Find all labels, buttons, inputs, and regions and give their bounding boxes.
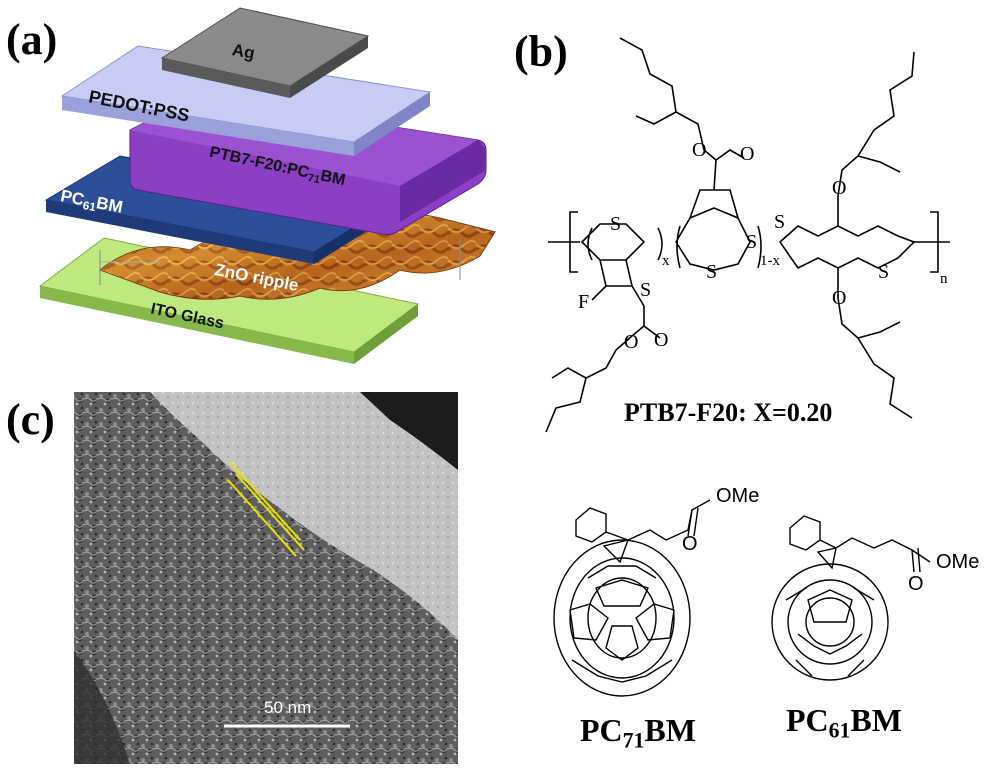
sulfur-4: S: [706, 261, 718, 283]
oxygen-5: O: [624, 331, 639, 353]
interface-lines: [227, 461, 305, 557]
subscript-x: x: [662, 253, 670, 269]
scale-bar-label: 50 nm: [264, 698, 312, 717]
oxygen-1: O: [832, 177, 847, 199]
pc61-oxygen: O: [908, 573, 924, 595]
pc61bm-main: PC: [786, 702, 829, 738]
pc61bm-caption: PC61BM: [786, 702, 902, 744]
oxygen-6: O: [654, 329, 669, 351]
pc71-ome: OMe: [716, 485, 760, 507]
oxygen-4: O: [740, 143, 755, 165]
sulfur-1: S: [610, 213, 622, 235]
subscript-1-x: 1-x: [760, 253, 780, 269]
panel-label-c: (c): [6, 395, 55, 444]
pc71bm-end: BM: [644, 712, 696, 748]
sulfur-5: S: [774, 211, 786, 233]
polymer-caption: PTB7-F20: X=0.20: [624, 398, 833, 427]
pc71bm-caption: PC71BM: [580, 712, 696, 754]
subscript-n: n: [940, 271, 948, 287]
pc71bm-sub: 71: [622, 728, 645, 753]
sulfur-6: S: [878, 261, 890, 283]
sulfur-2: S: [640, 279, 652, 301]
oxygen-2: O: [832, 287, 847, 309]
ag-electrode: [160, 7, 370, 98]
pedot-pss-layer: [60, 45, 432, 156]
panel-label-a: (a): [6, 15, 58, 64]
pc61bm-cage: [771, 563, 889, 681]
oxygen-3: O: [692, 139, 707, 161]
pc61bm-end: BM: [850, 702, 902, 738]
sulfur-3: S: [746, 231, 758, 253]
pc61bm-sub: 61: [828, 718, 851, 743]
pc71-oxygen: O: [682, 533, 698, 555]
pc71bm-cage: [553, 539, 691, 697]
panel-label-b: (b): [514, 27, 568, 76]
pc61-ome: OMe: [936, 551, 980, 573]
pc71bm-main: PC: [580, 712, 623, 748]
fluorine: F: [578, 291, 590, 313]
